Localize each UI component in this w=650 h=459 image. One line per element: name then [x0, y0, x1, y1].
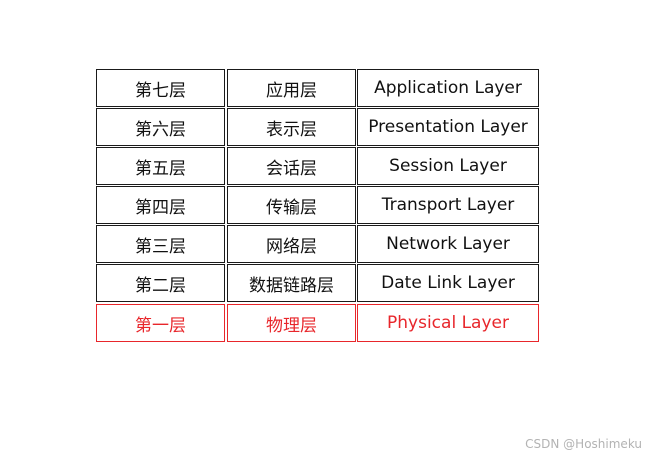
layer-5-chinese-name: 会话层 [227, 147, 356, 185]
layer-3-chinese-name: 网络层 [227, 225, 356, 263]
layer-4-number: 第四层 [96, 186, 225, 224]
layer-2-chinese-name: 数据链路层 [227, 264, 356, 302]
layer-6-number: 第六层 [96, 108, 225, 146]
layer-1-chinese-name: 物理层 [227, 304, 356, 342]
layer-7-number: 第七层 [96, 69, 225, 107]
layer-5-number: 第五层 [96, 147, 225, 185]
layer-2-english-name: Date Link Layer [357, 264, 539, 302]
layer-7-chinese-name: 应用层 [227, 69, 356, 107]
layer-1-number: 第一层 [96, 304, 225, 342]
layer-3-english-name: Network Layer [357, 225, 539, 263]
layer-4-english-name: Transport Layer [357, 186, 539, 224]
layer-6-english-name: Presentation Layer [357, 108, 539, 146]
layer-4-chinese-name: 传输层 [227, 186, 356, 224]
layer-2-number: 第二层 [96, 264, 225, 302]
layer-1-english-name: Physical Layer [357, 304, 539, 342]
layer-7-english-name: Application Layer [357, 69, 539, 107]
layer-6-chinese-name: 表示层 [227, 108, 356, 146]
layer-5-english-name: Session Layer [357, 147, 539, 185]
layer-3-number: 第三层 [96, 225, 225, 263]
watermark: CSDN @Hoshimeku [525, 437, 642, 451]
